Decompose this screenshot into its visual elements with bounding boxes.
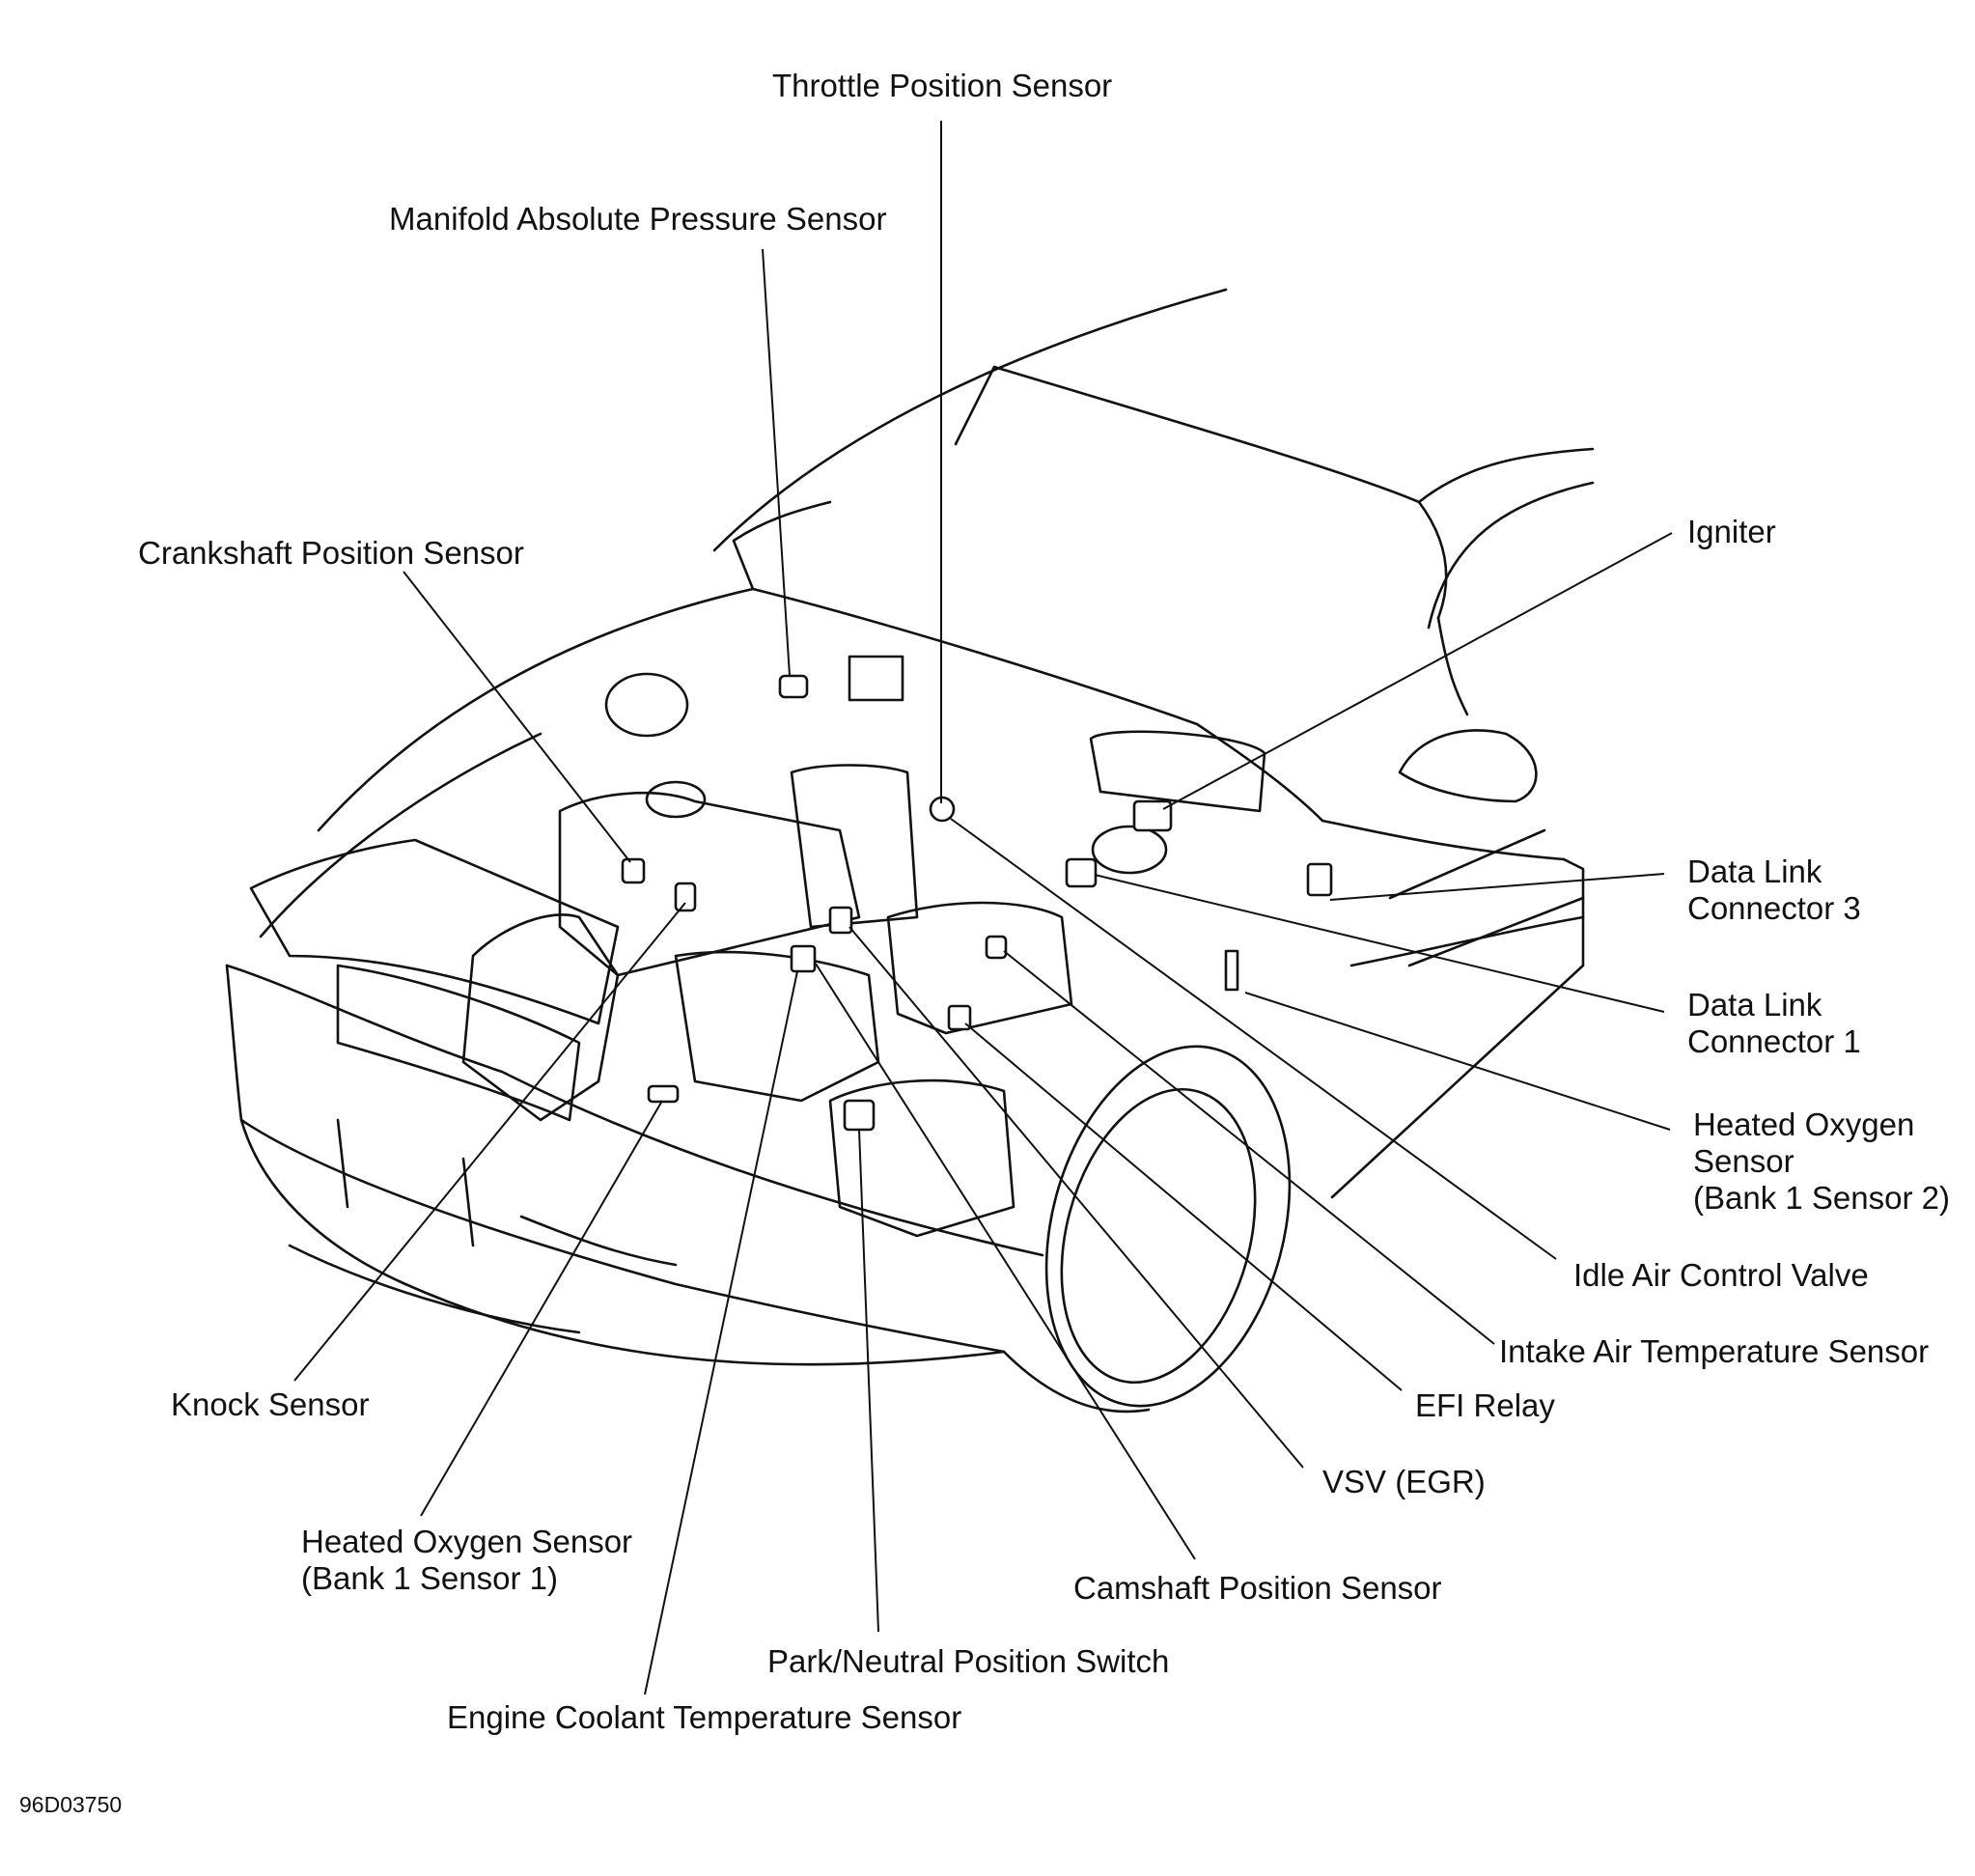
label-data-link-connector-3: Data Link Connector 3 (1687, 854, 1861, 926)
heated-oxygen-sensor-1-marker (647, 1084, 680, 1104)
leader-manifold-absolute-pressure-sensor (762, 248, 791, 677)
map-sensor-marker (778, 674, 809, 699)
leader-crankshaft-position-sensor (403, 571, 631, 863)
label-heated-oxygen-sensor-bank1-sensor2: Heated Oxygen Sensor (Bank 1 Sensor 2) (1693, 1106, 1950, 1216)
igniter-marker (1132, 799, 1173, 832)
leader-heated-oxygen-sensor-2 (1244, 992, 1671, 1131)
label-data-link-connector-1: Data Link Connector 1 (1687, 987, 1861, 1059)
car-outline (225, 288, 1595, 1414)
data-link-connector-1-marker (1065, 857, 1098, 888)
leader-idle-air-control-valve (950, 818, 1557, 1260)
leader-data-link-connector-3 (1329, 873, 1665, 901)
data-link-connector-3-marker (1306, 862, 1333, 897)
label-engine-coolant-temperature-sensor: Engine Coolant Temperature Sensor (447, 1699, 962, 1735)
label-camshaft-position-sensor: Camshaft Position Sensor (1073, 1570, 1442, 1606)
figure-code: 96D03750 (19, 1792, 123, 1817)
leader-heated-oxygen-sensor-1 (420, 1100, 663, 1517)
leader-data-link-connector-1 (1094, 874, 1665, 1013)
leader-lines (293, 121, 1673, 1695)
label-heated-oxygen-sensor-bank1-sensor1: Heated Oxygen Sensor (Bank 1 Sensor 1) (301, 1524, 633, 1596)
knock-sensor-marker (674, 882, 697, 912)
leader-igniter (1162, 532, 1673, 810)
leader-knock-sensor (293, 902, 686, 1382)
label-throttle-position-sensor: Throttle Position Sensor (772, 68, 1113, 103)
crankshaft-position-sensor-marker (621, 857, 646, 884)
vsv-egr-marker (828, 906, 853, 935)
park-neutral-switch-marker (843, 1099, 876, 1132)
label-crankshaft-position-sensor: Crankshaft Position Sensor (138, 535, 524, 571)
leader-camshaft-position-sensor (815, 963, 1196, 1560)
leader-efi-relay (964, 1022, 1403, 1391)
label-knock-sensor: Knock Sensor (171, 1386, 370, 1422)
leader-intake-air-temperature-sensor (1003, 950, 1495, 1345)
heated-oxygen-sensor-2-marker (1224, 949, 1239, 992)
label-igniter: Igniter (1687, 514, 1776, 549)
label-vsv-egr: VSV (EGR) (1322, 1464, 1486, 1499)
leader-vsv-egr (848, 926, 1304, 1469)
label-efi-relay: EFI Relay (1415, 1387, 1555, 1423)
camshaft-position-sensor-marker (790, 944, 817, 973)
label-manifold-absolute-pressure-sensor: Manifold Absolute Pressure Sensor (389, 201, 887, 237)
efi-relay-marker (947, 1004, 972, 1031)
label-idle-air-control-valve: Idle Air Control Valve (1573, 1257, 1869, 1293)
leader-park-neutral-position-switch (858, 1129, 879, 1633)
component-markers (621, 674, 1333, 1132)
label-intake-air-temperature-sensor: Intake Air Temperature Sensor (1499, 1333, 1930, 1369)
intake-air-temp-sensor-marker (985, 935, 1008, 960)
label-park-neutral-position-switch: Park/Neutral Position Switch (767, 1643, 1170, 1679)
leader-engine-coolant-temperature-sensor (644, 970, 798, 1695)
